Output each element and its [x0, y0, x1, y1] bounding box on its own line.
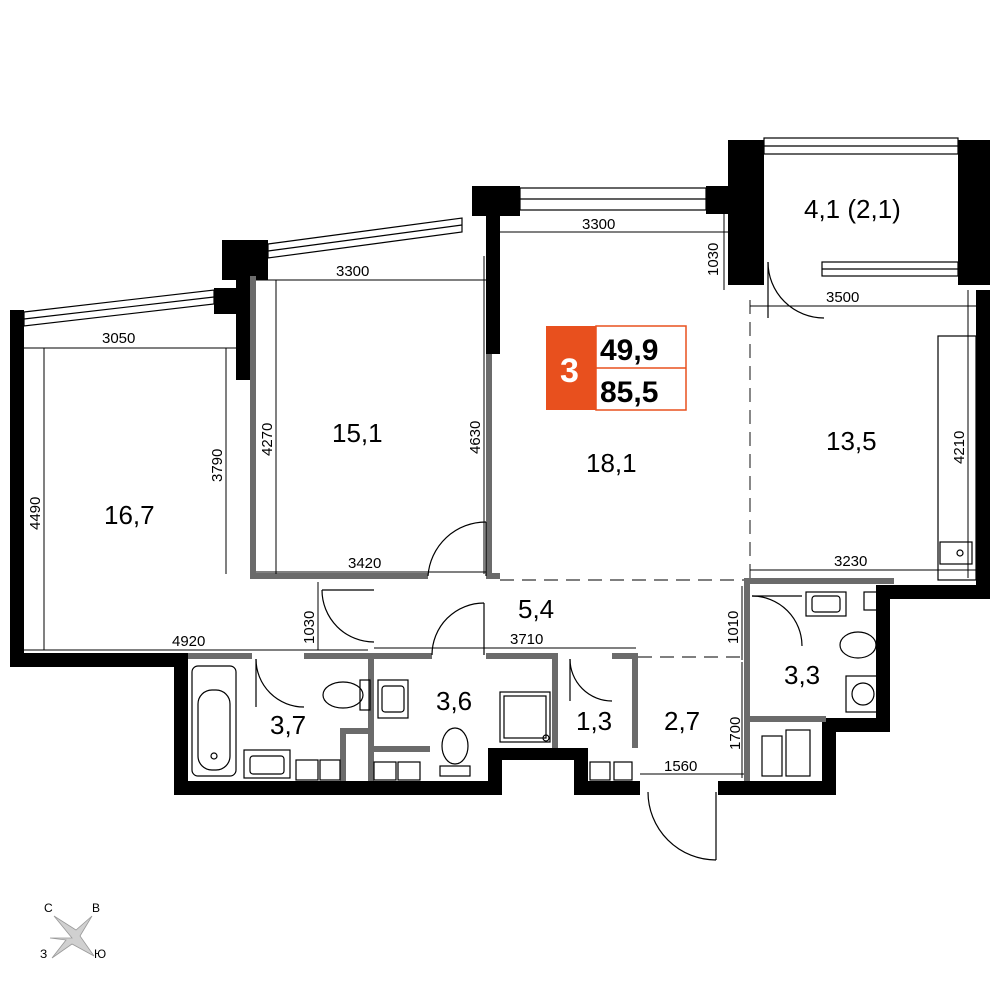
area-bath-middle: 3,6: [436, 686, 472, 716]
area-hall: 5,4: [518, 594, 554, 624]
compass-east: В: [92, 901, 100, 915]
dim-lower-left-width: 4920: [172, 633, 205, 650]
dim-left-inner-height: 3790: [209, 449, 226, 482]
dimension-labels: 3050 4490 3790 3300 4270 4630 3420 3300 …: [27, 216, 968, 775]
area-bedroom-middle: 15,1: [332, 418, 383, 448]
washer-left: [295, 759, 319, 781]
dim-hall-width: 3710: [510, 631, 543, 648]
dim-hall-door-offset: 1030: [301, 611, 318, 644]
area-storage: 1,3: [576, 706, 612, 736]
area-kitchen: 13,5: [826, 426, 877, 456]
washer-right: [845, 675, 881, 713]
compass-star-icon: [49, 915, 95, 959]
compass-north: С: [44, 901, 53, 915]
sink-middle: [377, 679, 409, 719]
area-entry: 2,7: [664, 706, 700, 736]
compass-south: Ю: [94, 947, 106, 961]
dim-entry-height: 1700: [727, 717, 744, 750]
dim-kitchen-width: 3500: [826, 289, 859, 306]
zone-lines: [500, 300, 751, 658]
dim-mid-bottom-width: 3420: [348, 555, 381, 572]
toilet-left: [359, 679, 371, 711]
area-balcony: 4,1 (2,1): [804, 194, 901, 224]
area-bath-right: 3,3: [784, 660, 820, 690]
dim-mid-top-width: 3300: [336, 263, 369, 280]
doors: [255, 261, 825, 861]
dim-kitchen-bottom-width: 3230: [834, 553, 867, 570]
badge-total-area: 85,5: [600, 376, 658, 409]
area-bedroom-left: 16,7: [104, 500, 155, 530]
badge-rooms-count: 3: [560, 352, 579, 390]
sink-right: [805, 591, 847, 617]
fixtures: [191, 335, 977, 781]
compass-west: З: [40, 947, 47, 961]
kitchen-counter: [937, 335, 977, 581]
dim-mid-height-left: 4270: [259, 423, 276, 456]
apartment-badge: 3 49,9 85,5: [546, 325, 687, 411]
compass: С В З Ю: [40, 901, 106, 961]
dim-entry-width: 1560: [664, 758, 697, 775]
sink-left: [243, 749, 291, 779]
dimension-lines: [24, 214, 976, 778]
dim-kitchen-height: 4210: [951, 431, 968, 464]
shower: [499, 691, 551, 743]
toilet-middle: [439, 765, 471, 777]
dim-living-top-width: 3300: [582, 216, 615, 233]
toilet-right: [879, 629, 889, 661]
area-living: 18,1: [586, 448, 637, 478]
dim-left-width: 3050: [102, 330, 135, 347]
dim-left-height: 4490: [27, 497, 44, 530]
dim-mid-height-right: 4630: [467, 421, 484, 454]
partitions: [188, 276, 894, 781]
dim-living-top-offset: 1030: [705, 243, 722, 276]
outer-walls: [10, 140, 990, 795]
dim-bath-right-offset: 1010: [725, 611, 742, 644]
windows: [23, 137, 959, 327]
bathtub: [191, 665, 237, 777]
area-bath-left: 3,7: [270, 710, 306, 740]
badge-living-area: 49,9: [600, 334, 658, 367]
room-areas: 16,7 15,1 18,1 13,5 4,1 (2,1) 5,4 3,7 3,…: [104, 194, 901, 740]
badge-rooms-box: [546, 326, 596, 410]
